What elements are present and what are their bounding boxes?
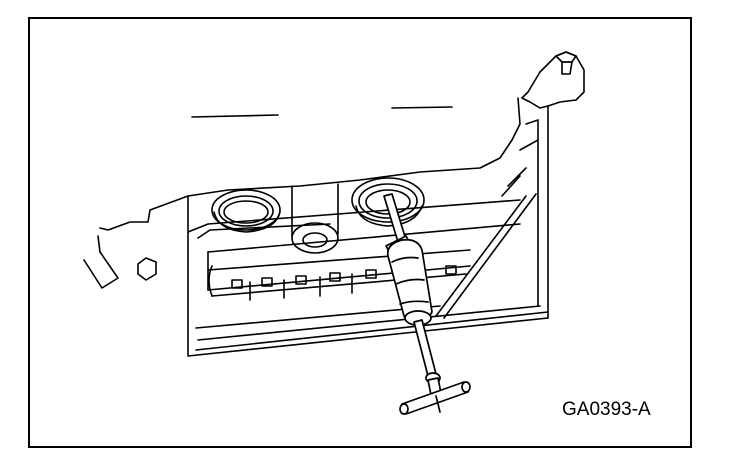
loose-fasteners [83, 235, 157, 289]
surface-lines [191, 106, 453, 118]
left-seal-bore [211, 189, 281, 233]
figure-reference-code: GA0393-A [562, 399, 651, 420]
right-seal-bore [351, 177, 425, 227]
slide-hammer-tool [383, 193, 471, 415]
side-rails [435, 139, 539, 319]
housing-outline [99, 97, 549, 357]
center-plug [291, 183, 339, 254]
shaft-stub [521, 51, 585, 107]
figure-frame [28, 17, 692, 448]
valve-body-slots [231, 265, 457, 301]
